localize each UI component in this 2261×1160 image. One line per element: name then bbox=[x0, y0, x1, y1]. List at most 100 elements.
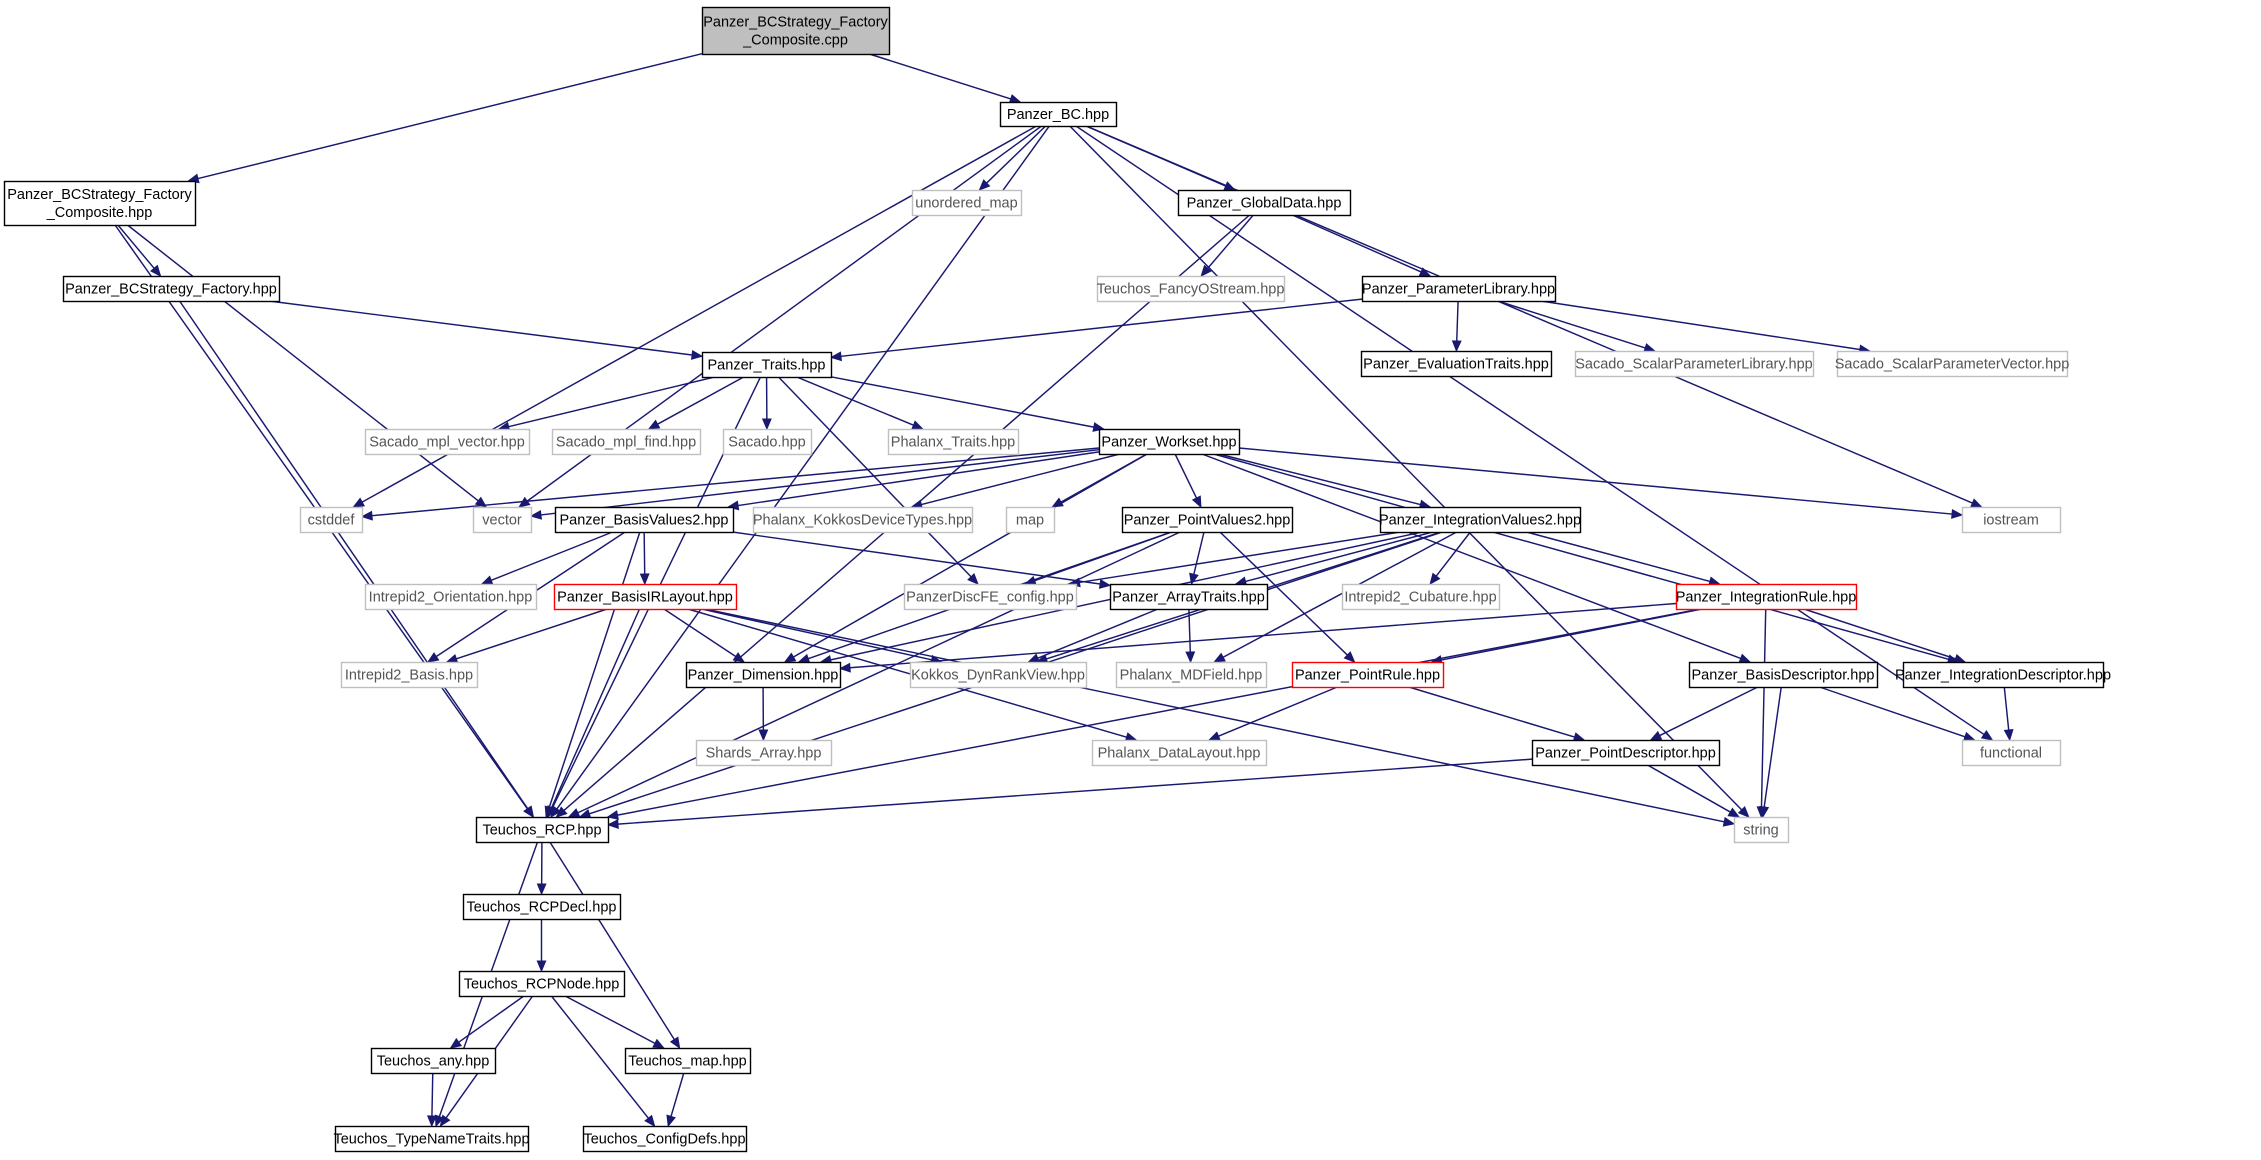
arrowhead-icon bbox=[529, 509, 543, 520]
node-label: Intrepid2_Orientation.hpp bbox=[369, 590, 533, 606]
arrowhead-icon bbox=[536, 883, 547, 896]
arrowhead-icon bbox=[555, 806, 568, 818]
edge-line bbox=[550, 608, 641, 809]
edge-line bbox=[456, 608, 608, 660]
node-label: Panzer_PointRule.hpp bbox=[1295, 668, 1440, 684]
node-string: string bbox=[1733, 816, 1790, 844]
node-eval-traits[interactable]: Panzer_EvaluationTraits.hpp bbox=[1360, 350, 1553, 378]
edge-factory_hpp-to-traits bbox=[268, 300, 704, 360]
node-label: Panzer_EvaluationTraits.hpp bbox=[1363, 357, 1549, 373]
node-label: Kokkos_DynRankView.hpp bbox=[911, 668, 1085, 684]
node-box bbox=[695, 739, 833, 767]
arrowhead-icon bbox=[445, 654, 459, 664]
node-integration-descriptor[interactable]: Panzer_IntegrationDescriptor.hpp bbox=[1895, 661, 2111, 689]
node-box bbox=[1361, 275, 1557, 303]
node-basis-descriptor[interactable]: Panzer_BasisDescriptor.hpp bbox=[1688, 661, 1879, 689]
node-root[interactable]: Panzer_BCStrategy_Factory_Composite.cpp bbox=[701, 6, 891, 56]
edge-workset-to-point_values2 bbox=[1174, 453, 1202, 509]
node-intrepid2-orientation: Intrepid2_Orientation.hpp bbox=[364, 583, 538, 611]
edge-line bbox=[556, 125, 1050, 810]
arrowhead-icon bbox=[1962, 731, 1976, 742]
node-box bbox=[1733, 816, 1790, 844]
node-functional: functional bbox=[1961, 739, 2062, 767]
node-teuchos-rcp[interactable]: Teuchos_RCP.hpp bbox=[475, 816, 610, 844]
arrowhead-icon bbox=[761, 418, 772, 431]
edge-param_library-to-traits bbox=[829, 298, 1363, 362]
node-teuchos-rcpnode[interactable]: Teuchos_RCPNode.hpp bbox=[458, 970, 626, 998]
node-param-library[interactable]: Panzer_ParameterLibrary.hpp bbox=[1361, 275, 1557, 303]
node-box bbox=[334, 1125, 530, 1153]
node-teuchos-any[interactable]: Teuchos_any.hpp bbox=[370, 1047, 497, 1075]
node-workset[interactable]: Panzer_Workset.hpp bbox=[1098, 428, 1241, 456]
node-teuchos-typenametraits[interactable]: Teuchos_TypeNameTraits.hpp bbox=[333, 1125, 530, 1153]
edge-line bbox=[1218, 453, 1421, 506]
node-sacado-scalar-vec: Sacado_ScalarParameterVector.hpp bbox=[1835, 350, 2069, 378]
edge-line bbox=[732, 531, 1101, 585]
node-global-data[interactable]: Panzer_GlobalData.hpp bbox=[1177, 189, 1352, 217]
node-point-values2[interactable]: Panzer_PointValues2.hpp bbox=[1121, 506, 1294, 534]
arrowhead-icon bbox=[1722, 816, 1736, 827]
node-box bbox=[1096, 275, 1286, 303]
node-label: Teuchos_RCP.hpp bbox=[482, 823, 601, 839]
node-box bbox=[1961, 739, 2062, 767]
node-basis-ir-layout[interactable]: Panzer_BasisIRLayout.hpp bbox=[553, 583, 738, 611]
node-label: _Composite.hpp bbox=[46, 205, 153, 221]
node-factory-hpp[interactable]: Panzer_BCStrategy_Factory.hpp bbox=[62, 275, 281, 303]
edge-line bbox=[127, 224, 479, 502]
node-traits[interactable]: Panzer_Traits.hpp bbox=[701, 351, 833, 379]
node-point-rule[interactable]: Panzer_PointRule.hpp bbox=[1291, 661, 1445, 689]
arrowhead-icon bbox=[426, 1115, 437, 1128]
edge-basis_values2-to-intrepid2_orientation bbox=[480, 531, 613, 585]
node-bc[interactable]: Panzer_BC.hpp bbox=[999, 101, 1118, 128]
edge-line bbox=[564, 995, 656, 1044]
node-label: iostream bbox=[1983, 513, 2039, 529]
edge-line bbox=[2003, 686, 2010, 731]
edge-line bbox=[197, 52, 703, 180]
arrowhead-icon bbox=[1737, 806, 1750, 818]
edge-teuchos_rcpdecl-to-teuchos_rcpnode bbox=[536, 919, 547, 973]
edge-traits-to-workset bbox=[830, 376, 1105, 432]
node-box bbox=[1005, 506, 1056, 534]
node-iostream: iostream bbox=[1961, 506, 2062, 534]
edge-line bbox=[778, 376, 972, 578]
node-basis-values2[interactable]: Panzer_BasisValues2.hpp bbox=[554, 506, 735, 534]
node-label: Panzer_PointDescriptor.hpp bbox=[1535, 746, 1716, 762]
edge-point_descriptor-to-teuchos_rcp bbox=[606, 758, 1533, 830]
arrowhead-icon bbox=[1643, 343, 1656, 353]
arrowhead-icon bbox=[1451, 340, 1462, 353]
arrowhead-icon bbox=[1185, 651, 1196, 664]
edge-integration_values2-to-integration_rule bbox=[1526, 531, 1721, 587]
node-integration-values2[interactable]: Panzer_IntegrationValues2.hpp bbox=[1379, 506, 1582, 534]
edge-line bbox=[986, 125, 1047, 184]
edge-line bbox=[178, 300, 529, 810]
edge-line bbox=[1238, 447, 1953, 515]
node-label: Panzer_BCStrategy_Factory bbox=[703, 15, 888, 31]
arrowhead-icon bbox=[1951, 509, 1964, 519]
node-integration-rule[interactable]: Panzer_IntegrationRule.hpp bbox=[1676, 583, 1858, 611]
node-phalanx-datalayout: Phalanx_DataLayout.hpp bbox=[1091, 739, 1268, 767]
edge-line bbox=[371, 447, 1100, 517]
node-teuchos-map[interactable]: Teuchos_map.hpp bbox=[624, 1047, 752, 1075]
arrowhead-icon bbox=[732, 652, 746, 663]
node-point-descriptor[interactable]: Panzer_PointDescriptor.hpp bbox=[1531, 739, 1721, 767]
node-box bbox=[999, 101, 1118, 128]
node-box bbox=[1121, 506, 1294, 534]
node-box bbox=[1091, 739, 1268, 767]
edge-line bbox=[1085, 125, 1973, 504]
edge-line bbox=[830, 376, 1094, 428]
node-array-traits[interactable]: Panzer_ArrayTraits.hpp bbox=[1109, 583, 1269, 611]
node-teuchos-configdefs[interactable]: Teuchos_ConfigDefs.hpp bbox=[582, 1125, 748, 1153]
edge-line bbox=[704, 608, 1725, 823]
node-composite-hpp[interactable]: Panzer_BCStrategy_Factory_Composite.hpp bbox=[3, 180, 197, 227]
edge-integration_descriptor-to-functional bbox=[2003, 686, 2014, 742]
node-dimension[interactable]: Panzer_Dimension.hpp bbox=[685, 661, 842, 689]
edge-teuchos_rcpnode-to-teuchos_any bbox=[449, 995, 525, 1049]
arrowhead-icon bbox=[1429, 572, 1441, 586]
arrowhead-icon bbox=[1027, 653, 1041, 663]
node-box bbox=[887, 428, 1020, 456]
node-box bbox=[364, 428, 531, 456]
edge-line bbox=[1763, 686, 1782, 808]
node-teuchos-rcpdecl[interactable]: Teuchos_RCPDecl.hpp bbox=[462, 893, 622, 921]
arrowhead-icon bbox=[536, 960, 547, 973]
edge-integration_values2-to-intrepid2_cubature bbox=[1429, 531, 1471, 586]
